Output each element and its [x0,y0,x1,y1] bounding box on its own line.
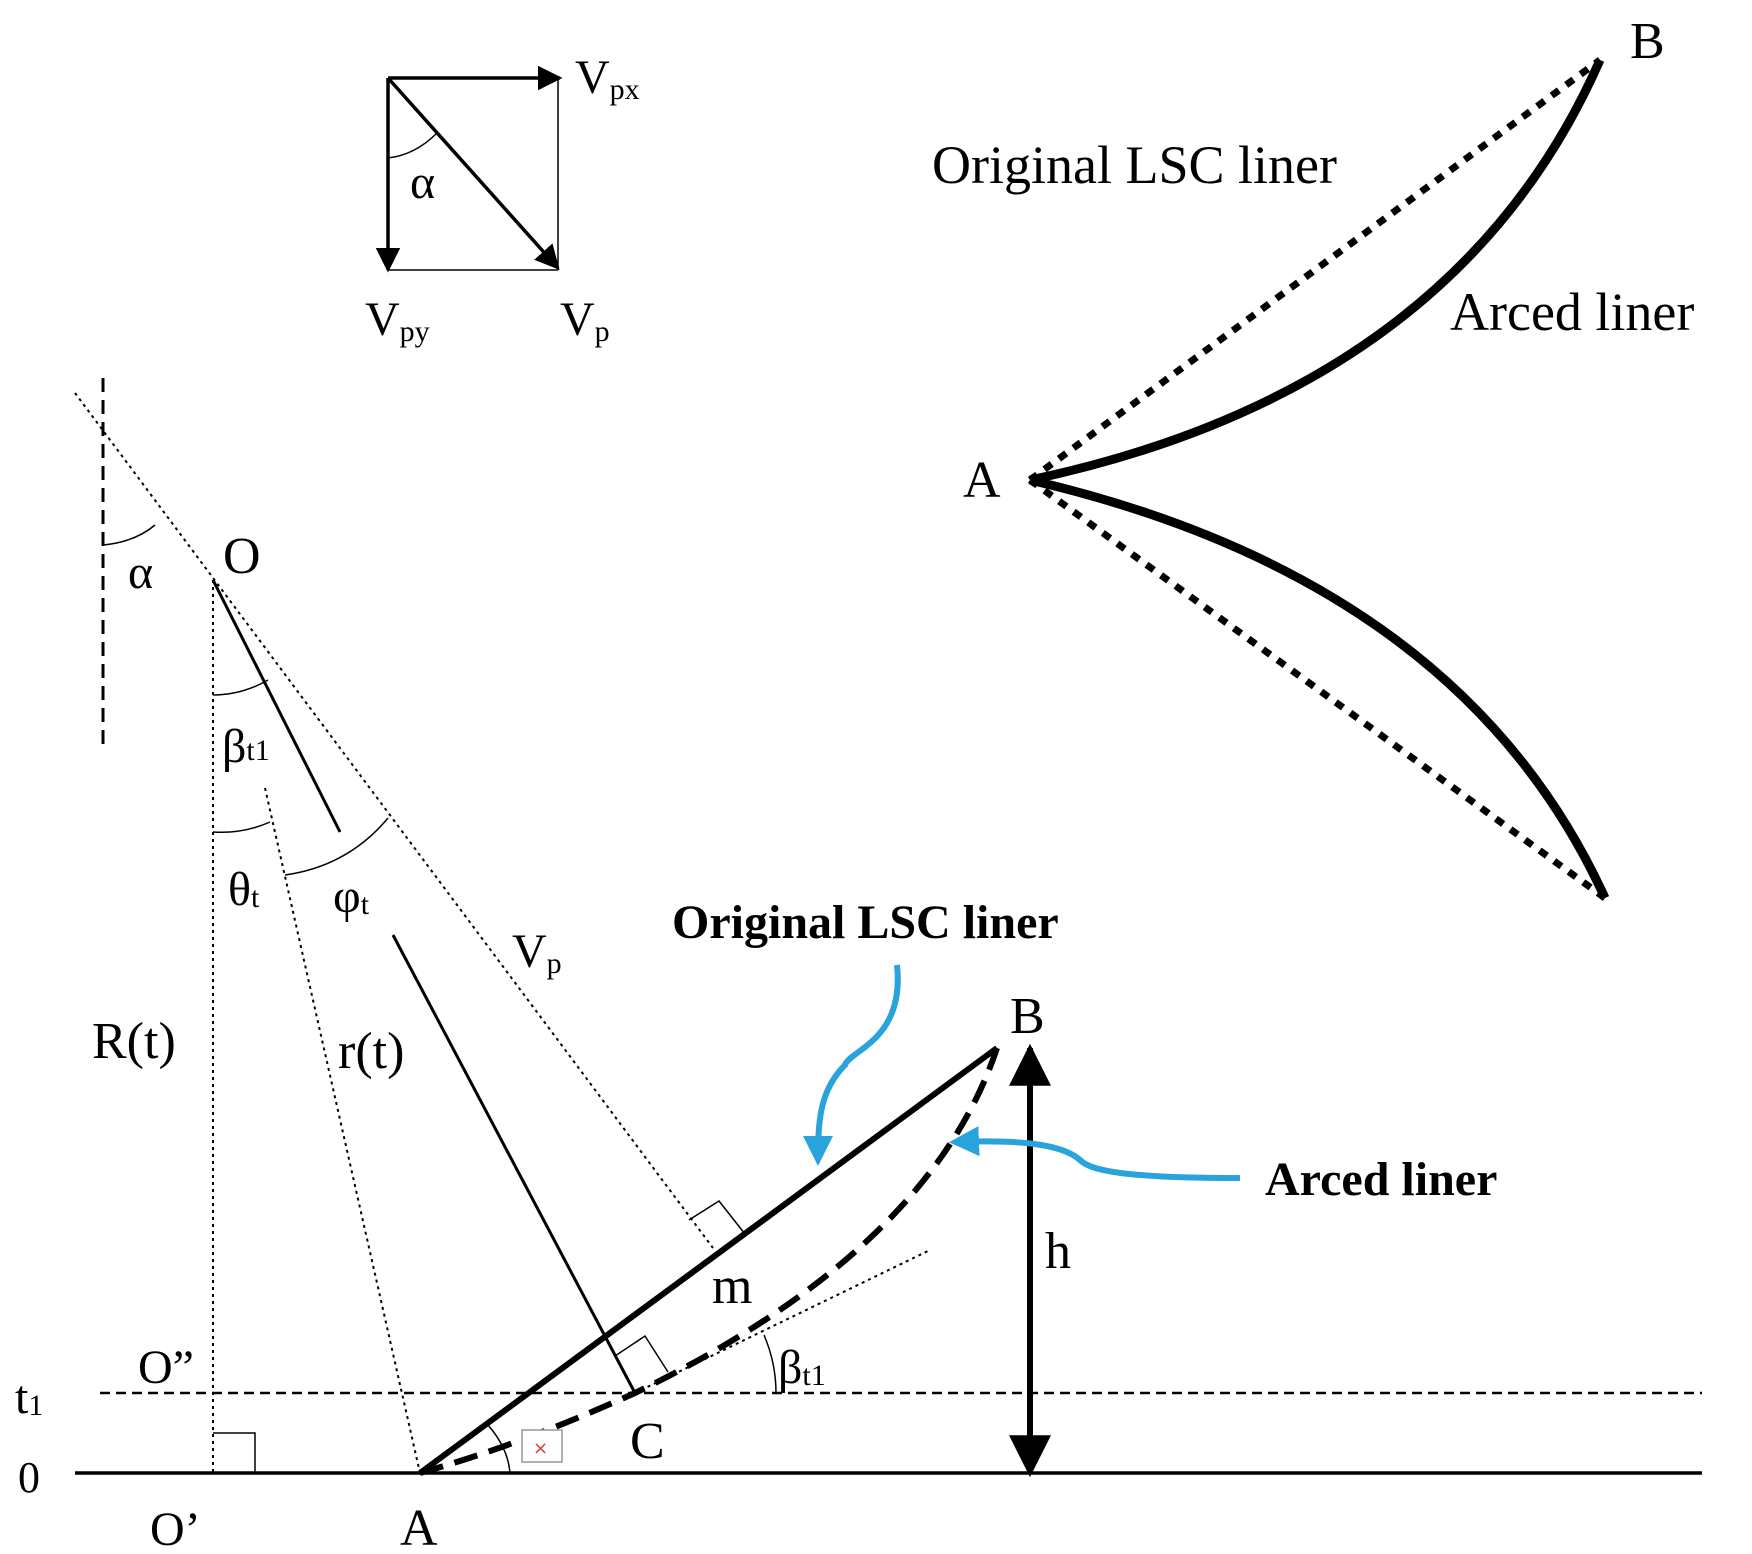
arced-liner-upper [1029,58,1605,485]
beta-t1-angle-arc-right [763,1334,777,1394]
arced-callout-arrow [949,1126,1241,1181]
vector-decomposition-inset: Vpx α Vpy Vp [365,51,640,348]
beta-t1-angle-arc [212,679,269,696]
theta-t-angle-arc [212,821,271,834]
r-small-dotted [264,787,421,1474]
small-r-label: r(t) [338,1023,404,1080]
point-c-label: C [630,1413,665,1470]
vp-label-inset: Vp [560,293,610,348]
vpy-label: Vpy [365,293,430,348]
inset-arced-liner-label: Arced liner [1450,282,1694,342]
inset-point-a: A [963,452,1001,509]
alpha-label-inset: α [410,156,435,209]
inset-point-b: B [1630,13,1665,70]
point-o2-label: O” [138,1341,194,1394]
original-liner-ab [418,1045,999,1476]
beta-t1-label: βt1 [222,720,270,773]
t1-label: t1 [15,1371,43,1424]
alpha-angle-arc-inset [387,132,438,159]
tangent-at-c-dotted [634,1249,931,1394]
arced-liner-acb [419,1047,1000,1476]
vp-direction-dotted [74,392,714,1249]
theta-t-label: θt [228,863,260,916]
vp-vector [386,76,560,270]
alpha-label: α [128,546,153,599]
alpha-angle-arc [102,524,156,546]
liner-comparison-inset: B Original LSC liner Arced liner A [932,13,1694,901]
arced-liner-lower [1028,475,1610,900]
arced-callout-label: Arced liner [1265,1153,1497,1206]
main-geometry: × α O βt1 θt φt Vp R(t) r(t) O” t1 0 O’ … [15,378,1702,1554]
svg-text:×: × [533,1438,548,1459]
angle-arc-at-a [487,1424,511,1474]
point-m-label: m [712,1258,752,1315]
right-angle-marker-c [614,1334,669,1373]
beta-t1-solid-line [211,579,342,833]
original-liner-upper [1027,57,1603,483]
phi-t-angle-arc [284,817,389,876]
original-callout-label: Original LSC liner [672,896,1059,949]
h-label: h [1045,1223,1071,1280]
point-b-label: B [1010,988,1045,1045]
point-o1-label: O’ [150,1503,201,1554]
vpx-label: Vpx [575,51,640,106]
line-to-c [391,934,637,1394]
beta-t1-label-right: βt1 [778,1341,826,1394]
vp-label-main: Vp [512,925,562,980]
zero-label: 0 [18,1453,40,1502]
big-r-label: R(t) [92,1013,176,1070]
point-o-label: O [223,528,261,585]
inset-original-liner-label: Original LSC liner [932,135,1337,195]
right-angle-marker-vp [688,1200,747,1255]
original-liner-lower [1027,477,1608,901]
phi-t-label: φt [333,870,370,923]
right-angle-marker-o1 [213,1432,256,1473]
original-callout-arrow [803,964,901,1166]
point-a-label: A [400,1500,438,1554]
small-placeholder-marker: × [521,1429,563,1463]
